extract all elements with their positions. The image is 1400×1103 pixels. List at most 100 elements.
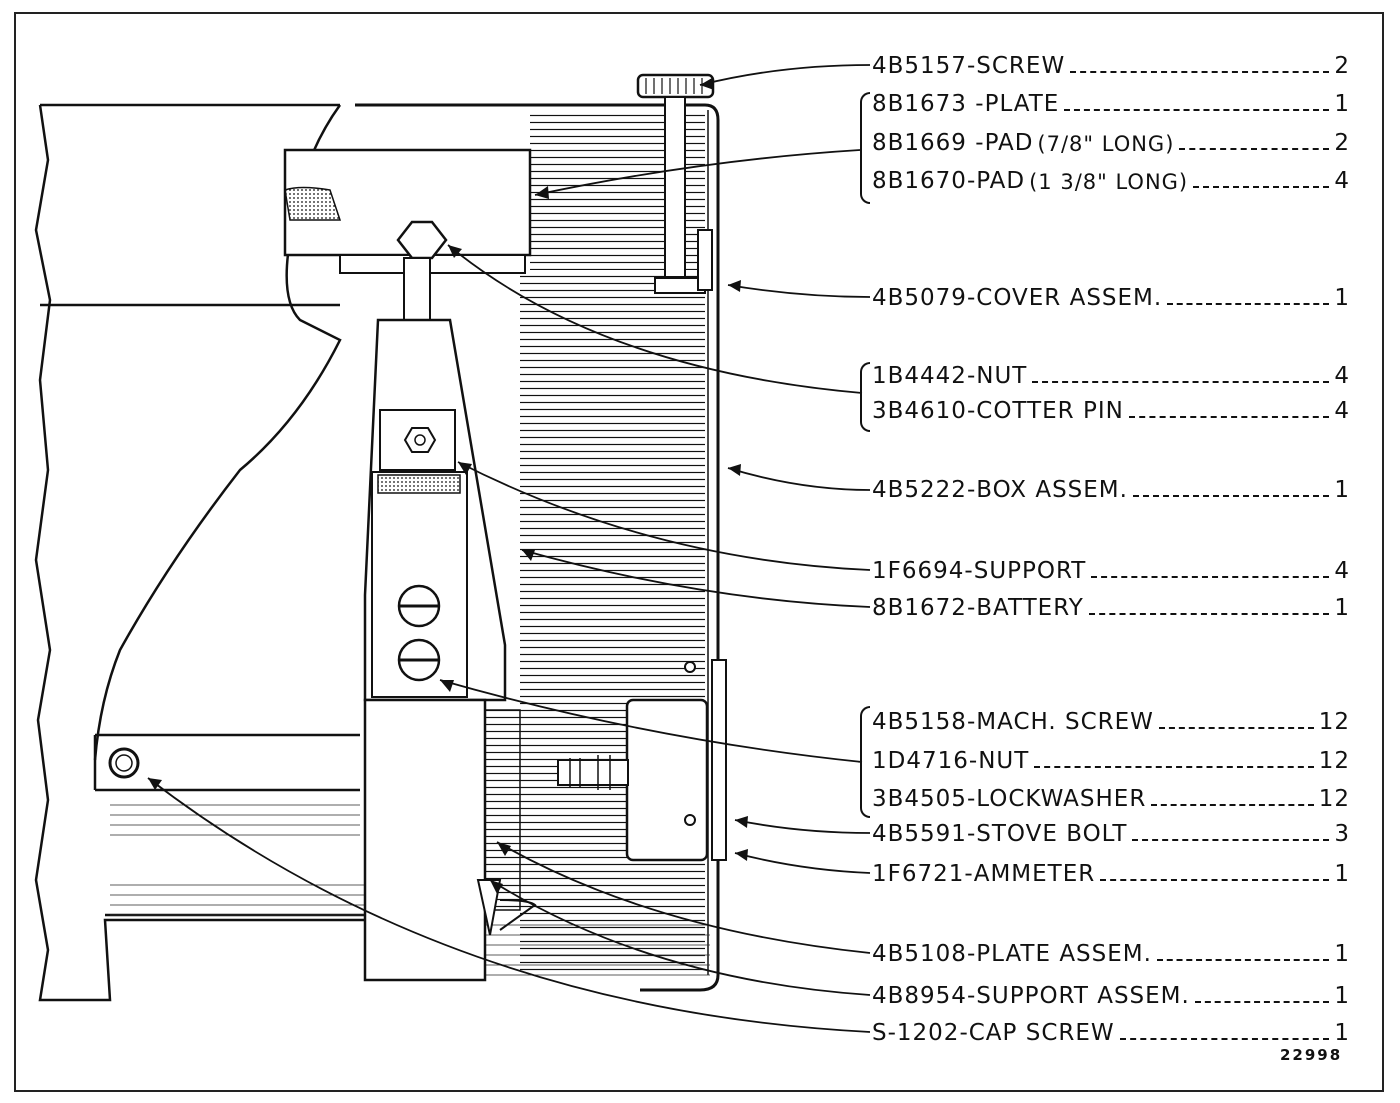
part-label-ammeter: 1F6721-AMMETER 1 — [872, 861, 1350, 887]
part-number: 3B4610 — [872, 398, 967, 424]
part-name: SUPPORT — [973, 558, 1087, 584]
part-name: SUPPORT ASSEM. — [976, 983, 1190, 1009]
part-label-screw: 4B5157-SCREW 2 — [872, 53, 1350, 79]
part-name: SCREW — [976, 53, 1066, 79]
part-number: 3B4505 — [872, 786, 967, 812]
part-qty: 1 — [1334, 285, 1350, 311]
screw-shank — [664, 96, 686, 278]
figure-frame — [14, 12, 1384, 1092]
part-name: COTTER PIN — [976, 398, 1124, 424]
battery-hatch — [520, 275, 705, 975]
part-qty: 1 — [1334, 91, 1350, 117]
part-qty: 4 — [1334, 363, 1350, 389]
part-label-nut-2: 1D4716-NUT 12 — [872, 748, 1350, 774]
part-annotation: (7/8" LONG) — [1037, 132, 1175, 156]
part-name: LOCKWASHER — [976, 786, 1147, 812]
part-label-cap-screw: S-1202-CAP SCREW 1 — [872, 1020, 1350, 1046]
part-number: 4B5157 — [872, 53, 967, 79]
part-qty: 2 — [1334, 130, 1350, 156]
part-name: PLATE ASSEM. — [976, 941, 1152, 967]
part-number: 8B1673 — [872, 91, 967, 117]
part-qty: 1 — [1334, 983, 1350, 1009]
part-label-support-assem: 4B8954-SUPPORT ASSEM. 1 — [872, 983, 1350, 1009]
leader-box — [727, 467, 871, 491]
part-label-pad-long: 8B1670-PAD (1 3/8" LONG) 4 — [872, 168, 1350, 194]
leader-cover — [727, 284, 871, 298]
part-number: 8B1670 — [872, 168, 967, 194]
leader-pad — [534, 149, 861, 196]
part-number: 1D4716 — [872, 748, 969, 774]
part-name: PLATE — [984, 91, 1060, 117]
part-qty: 12 — [1318, 786, 1350, 812]
part-label-plate-assem: 4B5108-PLATE ASSEM. 1 — [872, 941, 1350, 967]
part-number: 1B4442 — [872, 363, 967, 389]
part-label-stove-bolt: 4B5591-STOVE BOLT 3 — [872, 821, 1350, 847]
leader-screw — [699, 64, 871, 86]
part-qty: 1 — [1334, 861, 1350, 887]
part-label-pad-short: 8B1669 -PAD (7/8" LONG) 2 — [872, 130, 1350, 156]
leader-battery — [521, 549, 871, 608]
leader-support — [457, 461, 871, 571]
leader-lines — [147, 64, 871, 1033]
cap-screw-drawing — [108, 747, 140, 779]
part-number: 4B8954 — [872, 983, 967, 1009]
part-number: 1F6694 — [872, 558, 965, 584]
part-number: S-1202 — [872, 1020, 960, 1046]
leader-cap-screw — [147, 777, 871, 1033]
part-qty: 1 — [1334, 595, 1350, 621]
part-name: NUT — [978, 748, 1030, 774]
part-qty: 1 — [1334, 941, 1350, 967]
brace-plate-pads — [860, 92, 870, 204]
part-qty: 4 — [1334, 168, 1350, 194]
part-qty: 4 — [1334, 398, 1350, 424]
part-name: CAP SCREW — [968, 1020, 1115, 1046]
part-label-lockwasher: 3B4505-LOCKWASHER 12 — [872, 786, 1350, 812]
leader-ammeter — [734, 852, 871, 874]
drawing-number: 22998 — [1280, 1046, 1343, 1064]
part-number: 4B5158 — [872, 709, 967, 735]
part-name: PAD — [984, 130, 1034, 156]
part-label-plate: 8B1673 -PLATE 1 — [872, 91, 1350, 117]
part-qty: 2 — [1334, 53, 1350, 79]
part-number: 4B5222 — [872, 477, 967, 503]
part-label-battery: 8B1672-BATTERY 1 — [872, 595, 1350, 621]
part-name: PAD — [976, 168, 1026, 194]
leader-support-assem — [489, 879, 871, 996]
part-qty: 1 — [1334, 1020, 1350, 1046]
part-qty: 3 — [1334, 821, 1350, 847]
part-label-mach-screw: 4B5158-MACH. SCREW 12 — [872, 709, 1350, 735]
part-name: BATTERY — [976, 595, 1084, 621]
part-qty: 1 — [1334, 477, 1350, 503]
part-name: MACH. SCREW — [976, 709, 1154, 735]
support-assembly — [363, 698, 487, 982]
part-number: 4B5079 — [872, 285, 967, 311]
leader-plate-assem — [496, 841, 871, 954]
part-label-cover: 4B5079-COVER ASSEM. 1 — [872, 285, 1350, 311]
leader-nut — [447, 244, 863, 394]
box-shell — [355, 103, 720, 992]
part-number: 4B5591 — [872, 821, 967, 847]
part-label-cotter-pin: 3B4610-COTTER PIN 4 — [872, 398, 1350, 424]
part-label-nut: 1B4442-NUT 4 — [872, 363, 1350, 389]
part-annotation: (1 3/8" LONG) — [1029, 170, 1189, 194]
part-qty: 12 — [1318, 709, 1350, 735]
part-name: BOX ASSEM. — [976, 477, 1128, 503]
brace-screw-nut-washer — [860, 706, 870, 818]
part-number: 4B5108 — [872, 941, 967, 967]
arrowheads — [148, 78, 748, 894]
part-label-support: 1F6694-SUPPORT 4 — [872, 558, 1350, 584]
brace-nut-cotter — [860, 362, 870, 432]
part-name: STOVE BOLT — [976, 821, 1128, 847]
ammeter-drawing — [625, 698, 709, 862]
part-number: 8B1672 — [872, 595, 967, 621]
part-name: COVER ASSEM. — [976, 285, 1163, 311]
part-name: NUT — [976, 363, 1028, 389]
part-qty: 12 — [1318, 748, 1350, 774]
part-label-box: 4B5222-BOX ASSEM. 1 — [872, 477, 1350, 503]
part-qty: 4 — [1334, 558, 1350, 584]
part-number: 1F6721 — [872, 861, 965, 887]
leader-mach-screw — [439, 679, 863, 763]
part-name: AMMETER — [973, 861, 1096, 887]
leader-stove-bolt — [734, 819, 871, 834]
